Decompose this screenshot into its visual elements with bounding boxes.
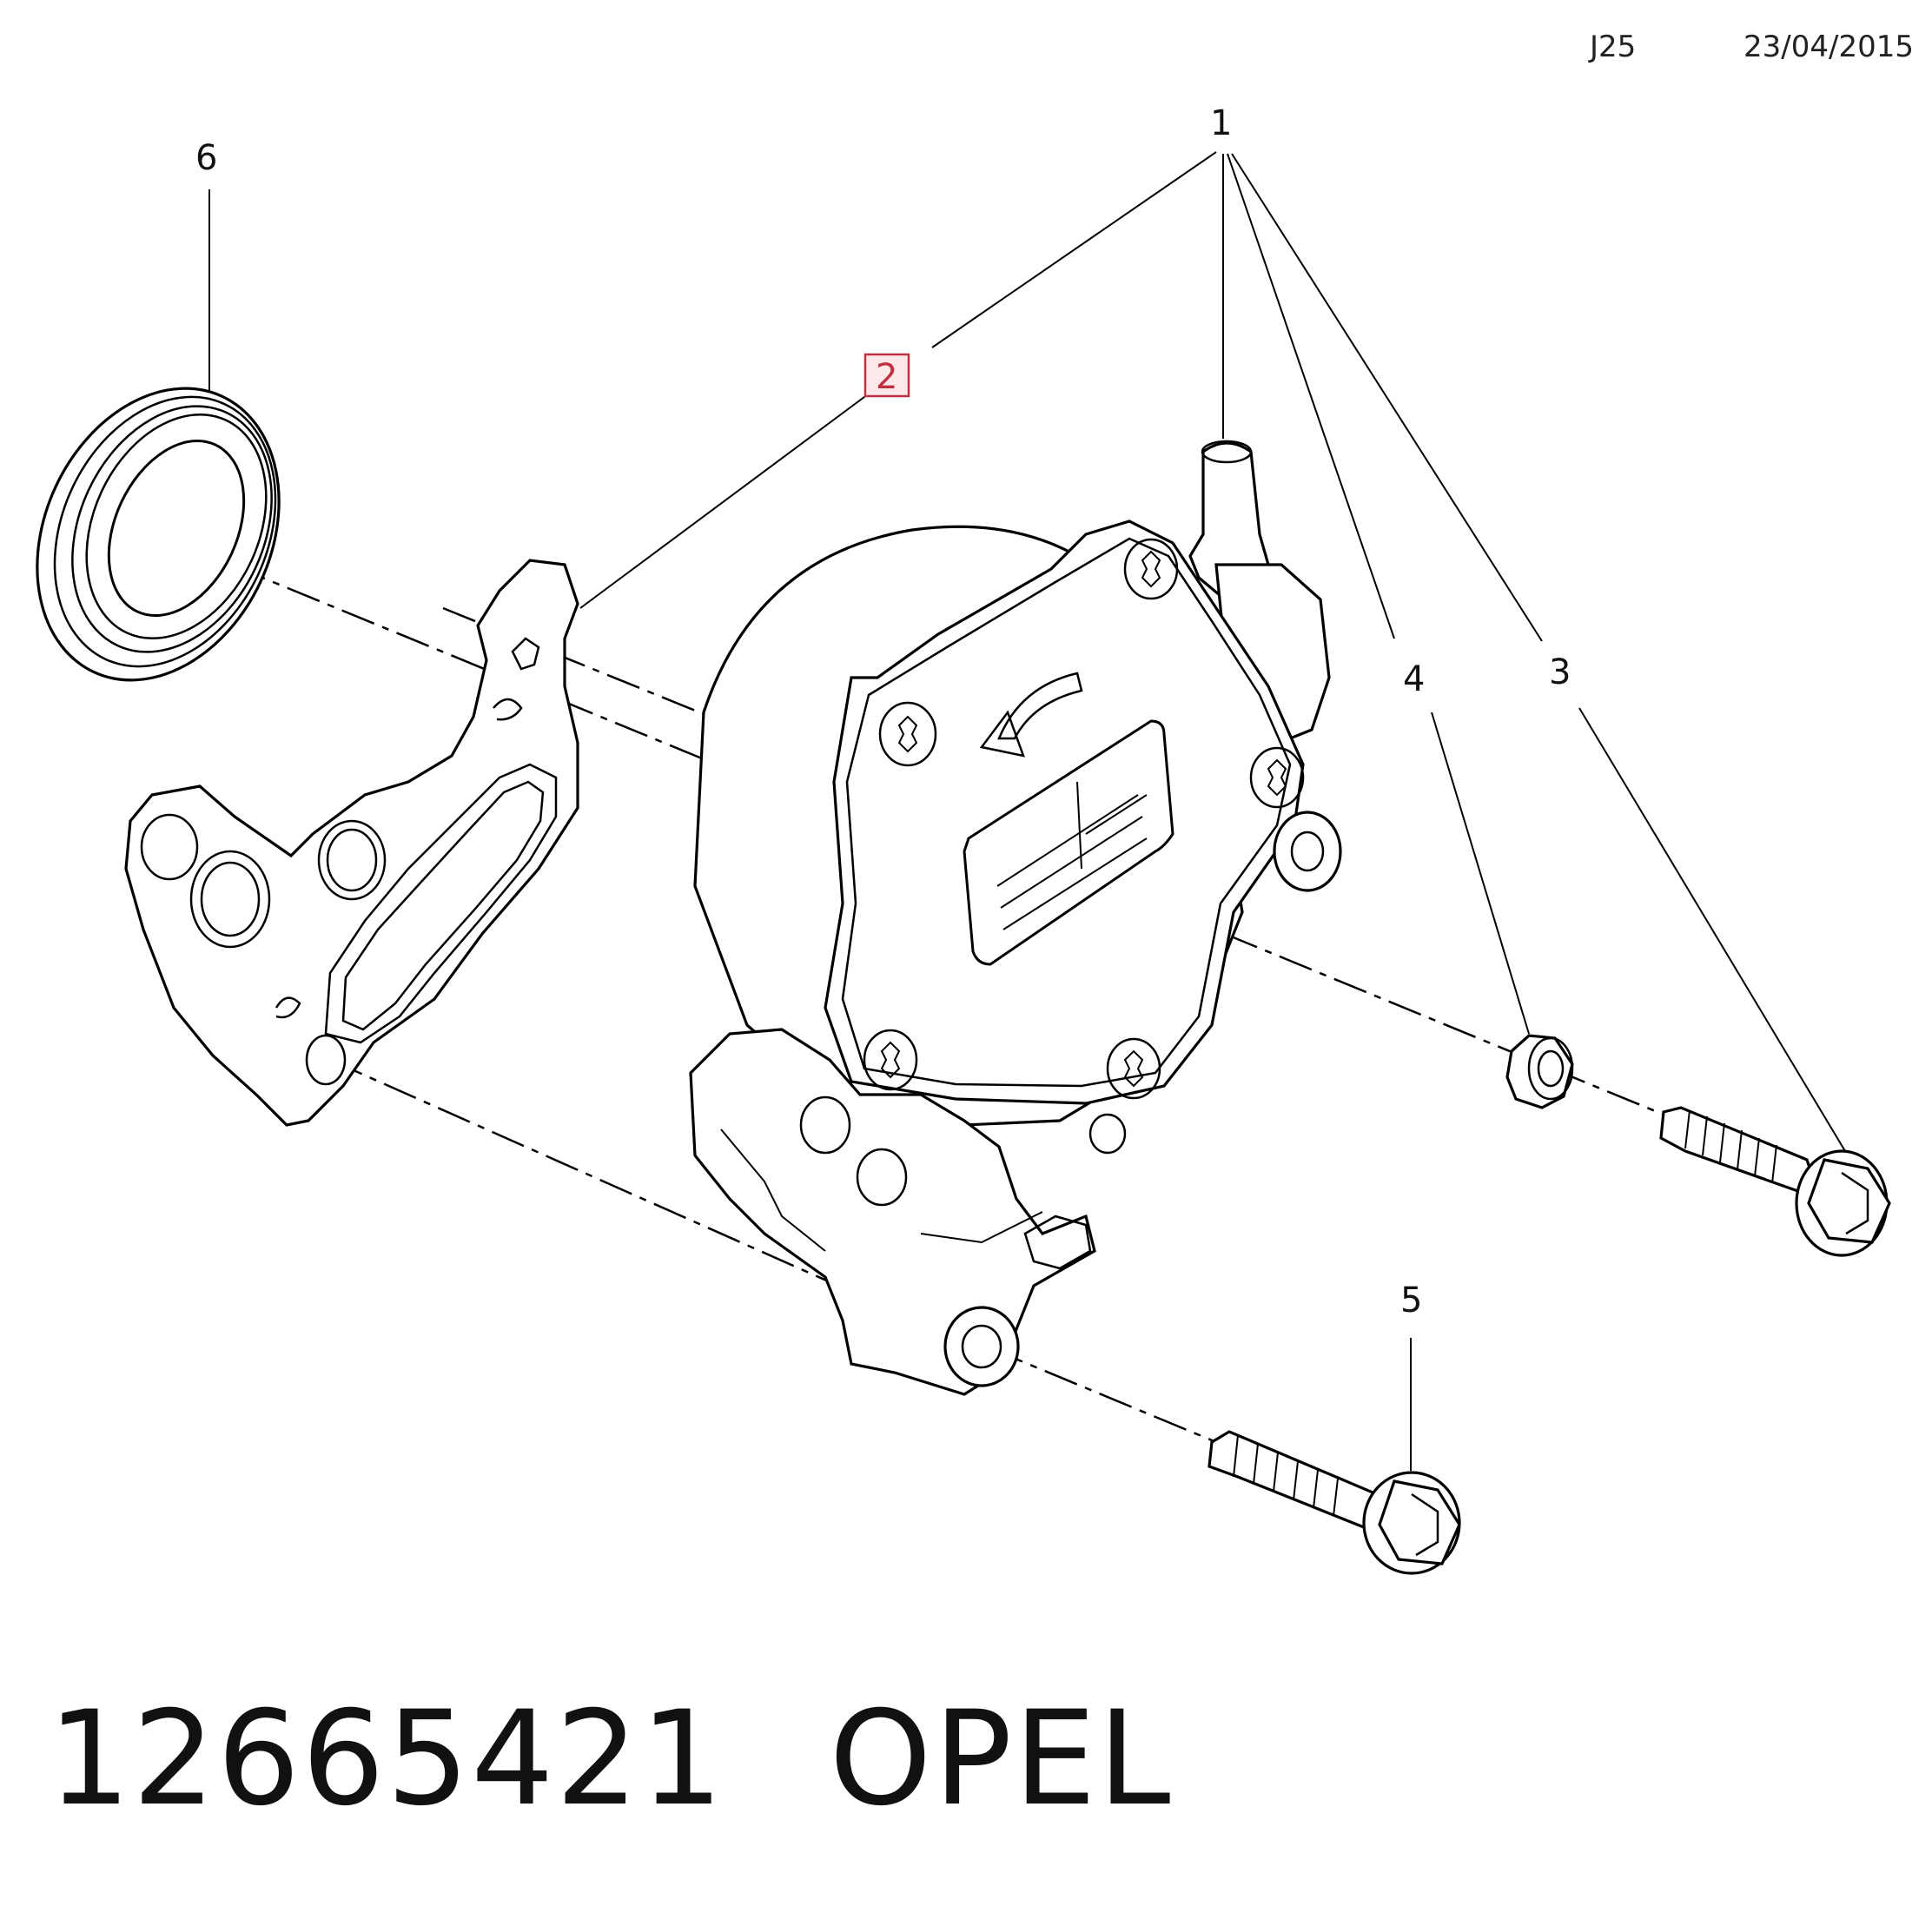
drawing-date: 23/04/2015	[1743, 30, 1914, 64]
callout-2: 2	[876, 357, 897, 397]
leader-lines-1	[579, 151, 1543, 642]
drawing-code: J25	[1590, 30, 1637, 64]
callout-2-highlight	[863, 353, 910, 398]
bolt-part-5	[1208, 1430, 1461, 1575]
leader-line-4	[1431, 711, 1530, 1035]
leader-line-3	[1578, 707, 1851, 1161]
callout-4: 4	[1403, 659, 1425, 699]
callout-1: 1	[1210, 103, 1232, 143]
seal-ring-part-6	[36, 387, 281, 682]
sleeve-part-4	[1505, 1034, 1574, 1109]
part-number: 12665421	[48, 1684, 725, 1835]
callout-3: 3	[1549, 652, 1571, 692]
callout-6: 6	[195, 138, 217, 178]
exploded-parts-diagram: 1 2 3 4 5 6	[36, 103, 1891, 1575]
gasket	[124, 559, 579, 1127]
bolt-part-3	[1659, 1106, 1891, 1257]
brand-name: OPEL	[829, 1684, 1173, 1835]
callout-5: 5	[1400, 1281, 1422, 1320]
vacuum-pump-part-1	[689, 440, 1342, 1396]
